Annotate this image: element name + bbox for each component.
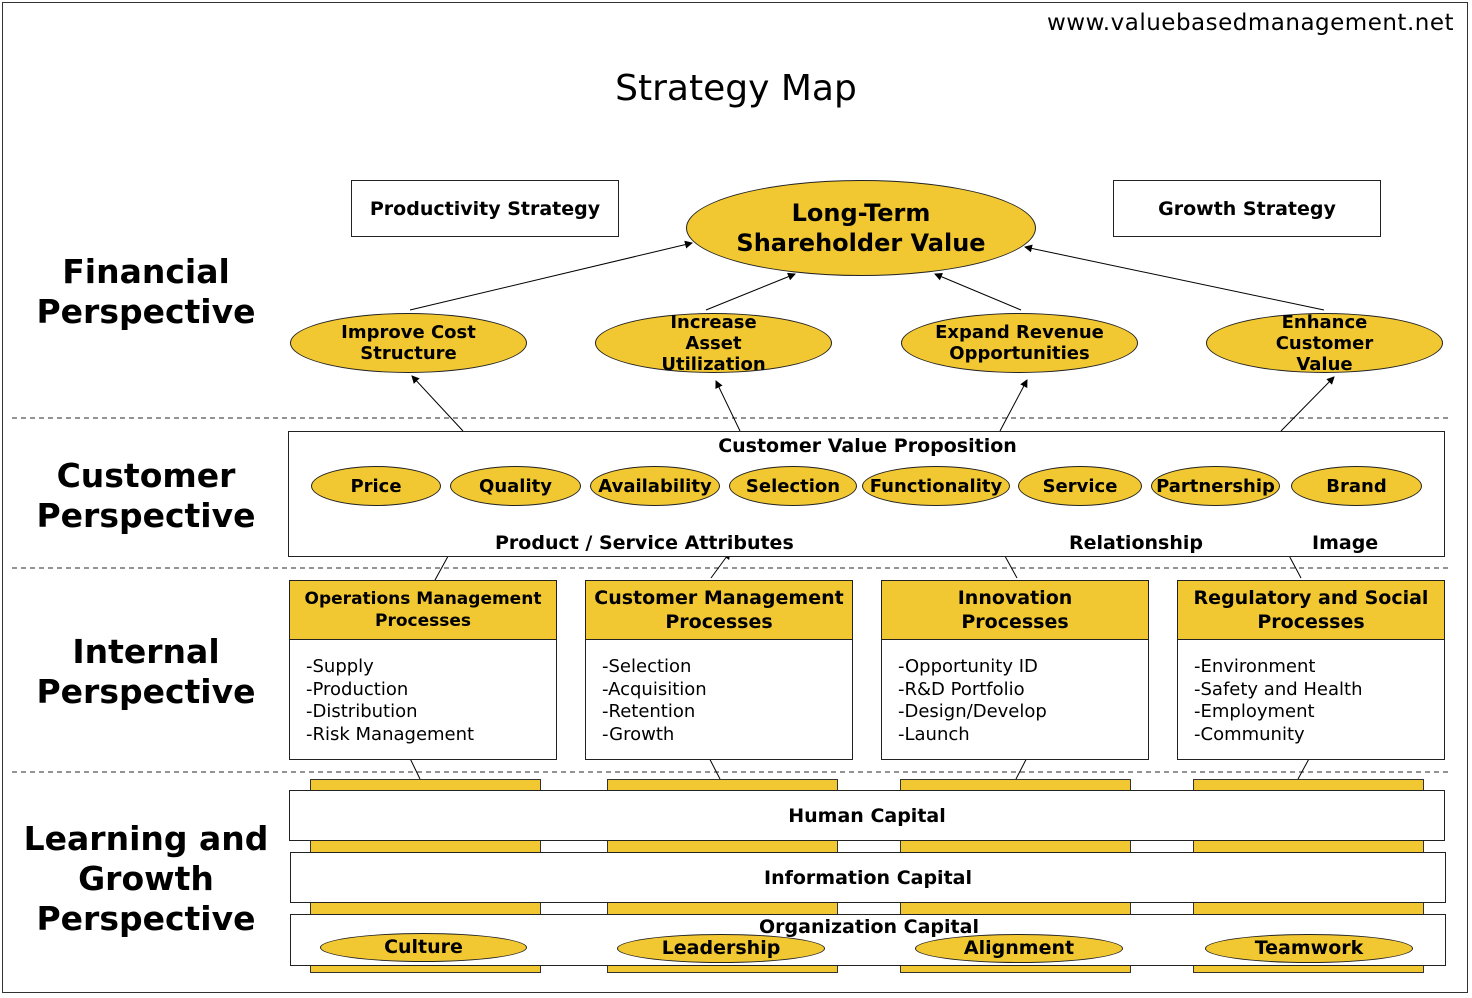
process-item: -Design/Develop: [898, 701, 1047, 722]
attribute-availability: Availability: [590, 466, 720, 506]
process-item: -Production: [306, 678, 409, 700]
customer-perspective-label: Customer Perspective: [36, 456, 256, 535]
process-innovation: Innovation Processes -Opportunity ID-R&D…: [881, 580, 1149, 760]
process-customer-management: Customer Management Processes -Selection…: [585, 580, 853, 760]
org-teamwork: Teamwork: [1205, 934, 1413, 963]
process-item: -Retention: [602, 701, 696, 722]
information-capital-bar: Information Capital: [290, 852, 1446, 903]
productivity-strategy-box: Productivity Strategy: [351, 180, 619, 237]
process-item: -Growth: [602, 723, 675, 745]
process-item: -Acquisition: [602, 678, 707, 700]
process-item: -Employment: [1194, 701, 1315, 722]
group-product-service: Product / Service Attributes: [495, 532, 794, 554]
process-operations: Operations Management Processes -Supply-…: [289, 580, 557, 760]
learning-perspective-label: Learning and Growth Perspective: [23, 819, 269, 938]
attribute-brand: Brand: [1291, 466, 1422, 506]
process-item: -Risk Management: [306, 723, 475, 745]
attribute-partnership: Partnership: [1151, 466, 1280, 506]
process-title: Customer Management Processes: [586, 581, 852, 640]
human-capital-bar: Human Capital: [289, 790, 1445, 841]
process-title: Innovation Processes: [882, 581, 1148, 640]
process-item: -Community: [1194, 723, 1305, 745]
attribute-selection: Selection: [729, 466, 857, 506]
process-item: -Selection: [602, 656, 692, 677]
process-item: -Opportunity ID: [898, 656, 1038, 677]
objective-customer-value: Enhance Customer Value: [1206, 312, 1443, 375]
attribute-quality: Quality: [450, 466, 581, 506]
process-item: -R&D Portfolio: [898, 678, 1025, 700]
internal-perspective-label: Internal Perspective: [36, 632, 256, 711]
attribute-functionality: Functionality: [862, 466, 1010, 506]
group-relationship: Relationship: [1069, 532, 1203, 554]
cvp-title: Customer Value Proposition: [718, 435, 1017, 457]
process-item: -Environment: [1194, 656, 1316, 677]
process-item: -Supply: [306, 656, 374, 677]
objective-asset-utilization: Increase Asset Utilization: [595, 312, 832, 375]
org-alignment: Alignment: [915, 934, 1123, 963]
shareholder-value-goal: Long-Term Shareholder Value: [686, 180, 1036, 276]
process-regulatory-social: Regulatory and Social Processes -Environ…: [1177, 580, 1445, 760]
page-title: Strategy Map: [615, 68, 857, 109]
objective-expand-revenue: Expand Revenue Opportunities: [901, 313, 1138, 373]
organization-capital-label: Organization Capital: [759, 916, 979, 938]
financial-perspective-label: Financial Perspective: [36, 252, 256, 331]
process-item: -Distribution: [306, 701, 418, 722]
process-title: Operations Management Processes: [290, 581, 556, 640]
source-url: www.valuebasedmanagement.net: [1046, 10, 1454, 36]
goal-line2: Shareholder Value: [736, 229, 986, 257]
goal-line1: Long-Term: [791, 199, 931, 227]
org-leadership: Leadership: [617, 934, 825, 963]
process-item: -Launch: [898, 723, 970, 745]
group-image: Image: [1312, 532, 1379, 554]
process-title: Regulatory and Social Processes: [1178, 581, 1444, 640]
objective-improve-cost: Improve Cost Structure: [290, 313, 527, 373]
attribute-price: Price: [311, 466, 441, 506]
process-item: -Safety and Health: [1194, 678, 1363, 700]
org-culture: Culture: [320, 933, 527, 962]
growth-strategy-box: Growth Strategy: [1113, 180, 1381, 237]
attribute-service: Service: [1018, 466, 1142, 506]
